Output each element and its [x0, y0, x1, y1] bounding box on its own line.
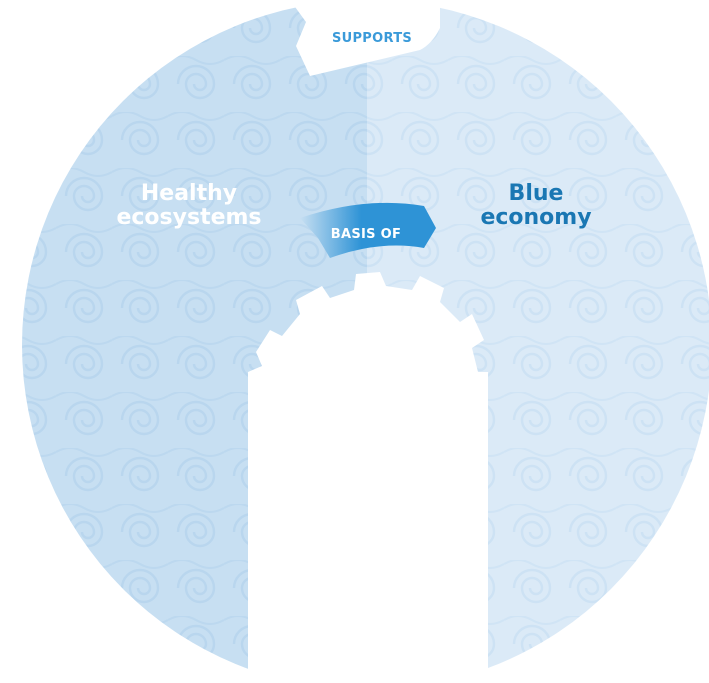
blue-economy-label-line2: economy	[480, 205, 591, 230]
supports-tag: SUPPORTS	[332, 31, 412, 46]
central-arch-cutout	[248, 272, 488, 683]
basis-of-arrow	[300, 202, 436, 258]
blue-economy-label-line1: Blue	[509, 181, 564, 206]
healthy-ecosystems-label-line1: Healthy	[141, 181, 237, 206]
healthy-ecosystems-label-line2: ecosystems	[116, 205, 261, 230]
supports-tab	[290, 0, 440, 76]
basis-of-tag: BASIS OF	[331, 227, 401, 242]
